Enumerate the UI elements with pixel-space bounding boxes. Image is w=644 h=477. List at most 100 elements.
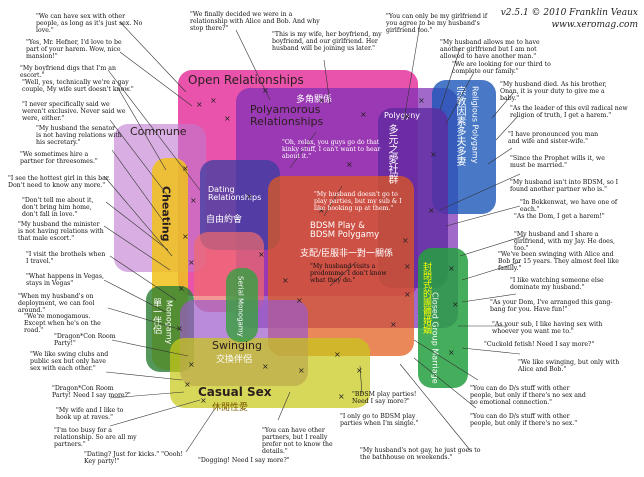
marker: × xyxy=(402,236,409,245)
quote: "We've been swinging with Alice and Bob … xyxy=(498,251,619,272)
quote: "I never specifically said we weren't ex… xyxy=(22,101,126,122)
quote: "BDSM play parties! Need I say more?" xyxy=(352,391,417,405)
label-poly-y-zh: 多元之愛社群 xyxy=(386,124,397,184)
quote: "What happens in Vegas, stays in Vegas" xyxy=(26,273,105,287)
label-casual-zh: 休閒性愛 xyxy=(212,403,249,413)
label-poly-zh: 多角關係 xyxy=(296,95,333,105)
marker: × xyxy=(262,86,269,95)
quote: "As the leader of this evil radical new … xyxy=(510,105,628,119)
marker: × xyxy=(338,392,345,401)
marker: × xyxy=(360,110,367,119)
region-casual xyxy=(170,338,370,408)
quote: "We sometimes hire a partner for threeso… xyxy=(20,151,98,165)
label-swing-zh: 交換伴侶 xyxy=(216,355,253,365)
quote: "As your sub, I like having sex with who… xyxy=(492,321,603,335)
label-bdsm: BDSM Play & BDSM Polygamy xyxy=(310,221,380,240)
quote: "Dragon*Con Room Party! Need I say more?… xyxy=(52,385,131,399)
quote: "In Bokkenwat, we have one of each." xyxy=(520,199,618,213)
label-relig: Religious Polygamy xyxy=(470,86,480,164)
quote: "We like swinging, but only with Alice a… xyxy=(518,359,620,373)
quote: "My husband allows me to have another gi… xyxy=(440,39,540,60)
marker: × xyxy=(184,380,191,389)
marker: × xyxy=(346,160,353,169)
quote: "I only go to BDSM play parties when I'm… xyxy=(340,413,419,427)
label-poly-y: Polygyny xyxy=(384,111,421,120)
marker: × xyxy=(356,366,363,375)
quote: "My boyfriend digs that I'm an escort." xyxy=(20,65,116,79)
quote: "Since the Prophet wills it, we must be … xyxy=(510,155,605,169)
label-mono: Monogamy xyxy=(164,300,174,345)
marker: × xyxy=(182,232,189,241)
quote: "Well, yes, technically we're a gay coup… xyxy=(22,79,134,93)
marker: × xyxy=(334,350,341,359)
quote: "My wife and I like to hook up at raves.… xyxy=(56,407,124,421)
label-open: Open Relationships xyxy=(188,73,304,87)
label-poly: Polyamorous Relationships xyxy=(250,103,324,128)
site-url: www.xeromag.com xyxy=(551,19,638,30)
label-bdsm-zh: 支配/臣服非一對一關係 xyxy=(300,249,394,259)
marker: × xyxy=(428,206,435,215)
quote: "My husband's not gay, he just goes to t… xyxy=(360,447,481,461)
quote: "You can do D/s stuff with other people,… xyxy=(470,385,586,406)
region-closed xyxy=(418,248,468,388)
quote: "My husband and I share a girlfriend, wi… xyxy=(514,231,615,252)
marker: × xyxy=(210,96,217,105)
marker: × xyxy=(318,206,325,215)
quote: "I visit the brothels when I travel." xyxy=(26,251,106,265)
quote: "We like swing clubs and public sex but … xyxy=(30,351,109,372)
quote: "Dragon*Con Room Party!" xyxy=(54,333,116,347)
marker: × xyxy=(188,360,195,369)
version-line: v2.5.1 © 2010 Franklin Veaux xyxy=(500,8,638,18)
label-comm: Commune xyxy=(130,125,187,138)
marker: × xyxy=(182,164,189,173)
label-swing: Swinging xyxy=(212,339,262,352)
quote: "I'm too busy for a relationship. So are… xyxy=(54,427,137,448)
marker: × xyxy=(404,290,411,299)
label-mono-zh: 單一伴侶 xyxy=(151,298,161,334)
quote: "My husband doesn't go to play parties, … xyxy=(314,191,402,212)
quote: "You can only be my girlfriend if you ag… xyxy=(386,13,488,34)
marker: × xyxy=(246,192,253,201)
marker: × xyxy=(190,196,197,205)
marker: × xyxy=(196,100,203,109)
label-closed-zh: 封閉式的團體婚姻 xyxy=(421,262,431,334)
marker: × xyxy=(188,258,195,267)
quote: "We finally decided we were in a relatio… xyxy=(190,11,320,32)
quote: "I have pronounced you man and wife and … xyxy=(508,131,599,145)
marker: × xyxy=(404,112,411,121)
quote: "I like watching someone else dominate m… xyxy=(510,277,604,291)
quote: "Don't tell me about it, don't bring him… xyxy=(22,197,94,218)
label-mono-s: Serial Monogamy xyxy=(236,276,245,337)
quote: "My husband isn't into BDSM, so I found … xyxy=(510,179,619,193)
quote: "Oh, relax, you guys go do that kinky st… xyxy=(282,139,381,160)
quote: "Dogging! Need I say more?" xyxy=(198,457,290,464)
header: v2.5.1 © 2010 Franklin Veaux www.xeromag… xyxy=(501,8,638,31)
label-dating-zh: 自由約會 xyxy=(206,215,243,225)
quote: "You can have other partners, but I real… xyxy=(262,427,333,455)
marker: × xyxy=(390,320,397,329)
quote: "My husband visits a prodomme. I don't k… xyxy=(310,263,387,284)
label-closed: Closed Group Marriage xyxy=(430,292,440,384)
quote: "This is my wife, her boyfriend, my boyf… xyxy=(272,31,382,52)
quote: "We're monogamous. Except when he's on t… xyxy=(24,313,101,334)
quote: "We can have sex with other people, as l… xyxy=(36,13,143,34)
quote: "As your Dom, I've arranged this gang-ba… xyxy=(490,299,613,313)
label-dating: Dating Relationships xyxy=(208,185,262,203)
quote: "I see the hottest girl in this bar. Don… xyxy=(8,175,111,189)
quote: "My husband the minister is not having r… xyxy=(18,221,104,242)
marker: × xyxy=(282,276,289,285)
label-relig-zh: 宗教因素多夫多妻 xyxy=(454,86,465,166)
label-cheating: Cheating xyxy=(159,186,173,242)
quote: "We are looking for our third to complet… xyxy=(452,61,551,75)
marker: × xyxy=(296,296,303,305)
quote: "When my husband's on deployment, we can… xyxy=(18,293,95,314)
marker: × xyxy=(452,300,459,309)
marker: × xyxy=(258,250,265,259)
quote: "You can do D/s stuff with other people,… xyxy=(470,413,578,427)
quote: "Dating? Just for kicks." "Oooh! Key par… xyxy=(84,451,183,465)
marker: × xyxy=(430,150,437,159)
quote: "Cuckold fetish! Need I say more?" xyxy=(484,341,595,348)
quote: "My husband the senator is not having re… xyxy=(36,125,122,146)
